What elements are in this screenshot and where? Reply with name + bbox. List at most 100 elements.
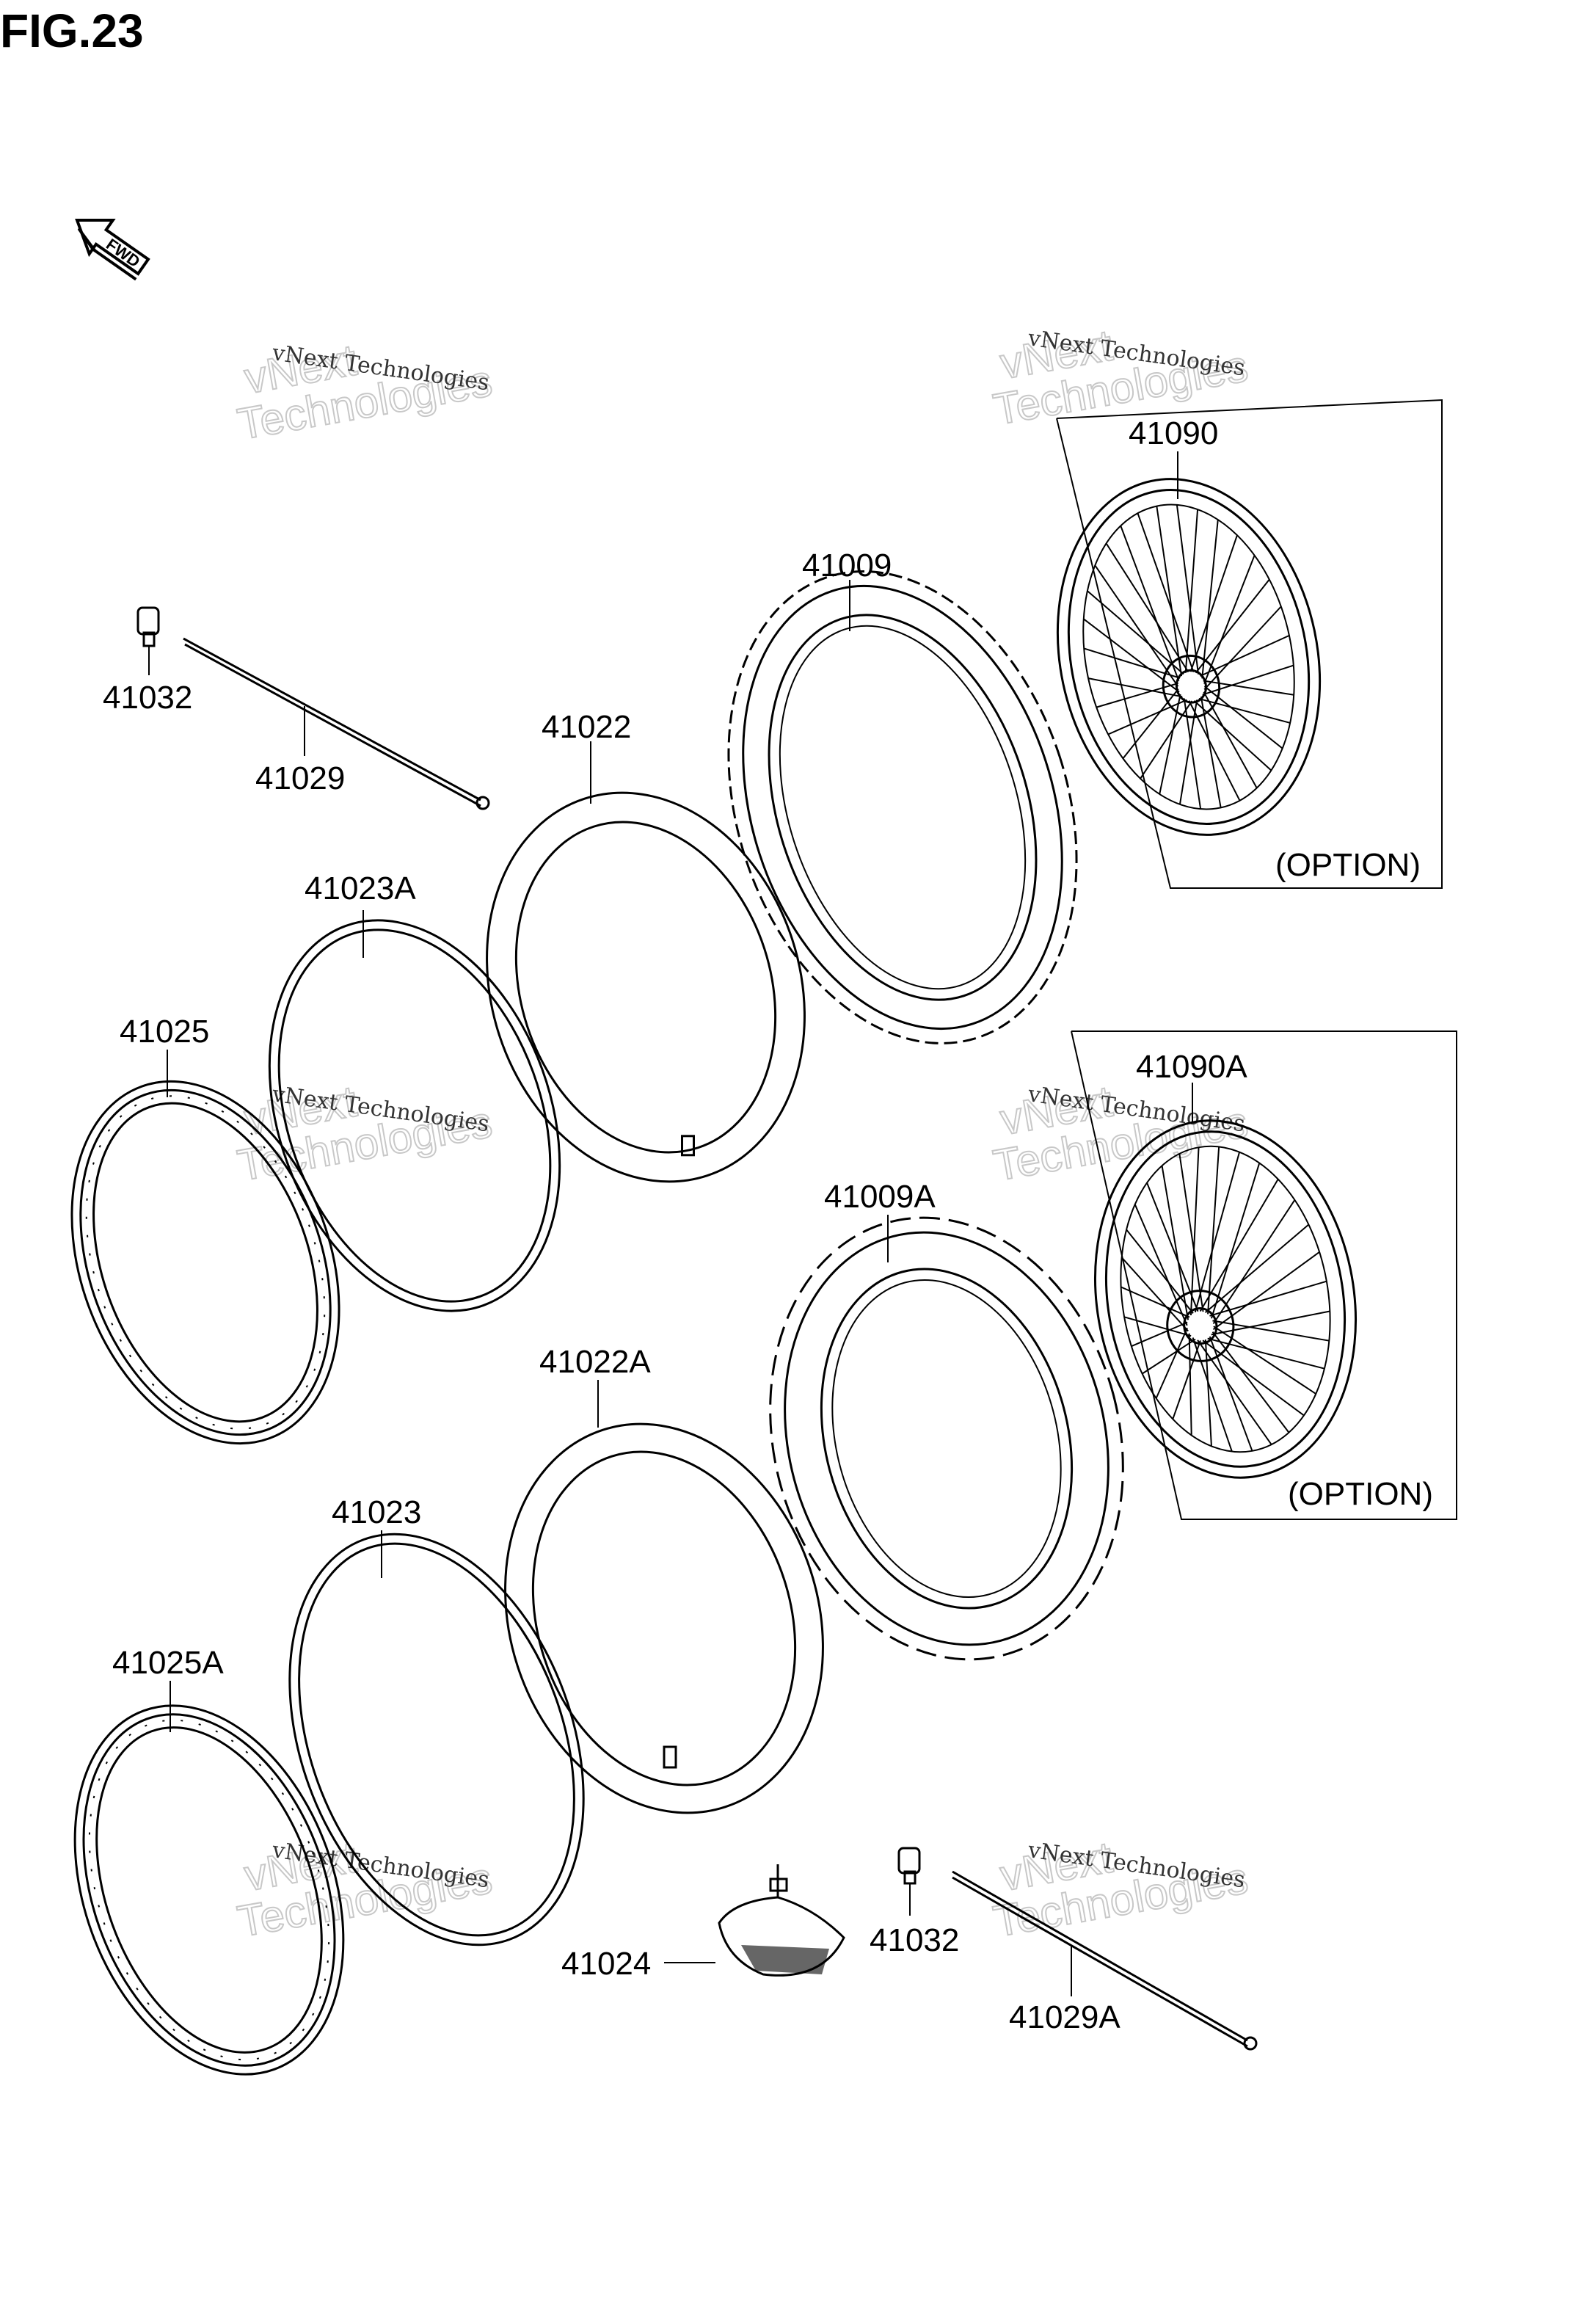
label-41032-top: 41032 <box>103 680 192 716</box>
option-label-bottom: (OPTION) <box>1288 1476 1433 1512</box>
wheel-spoke <box>1161 1166 1189 1320</box>
label-41032-bottom: 41032 <box>870 1922 959 1958</box>
wheel-spoke <box>1203 680 1294 696</box>
label-41090A: 41090A <box>1136 1049 1247 1085</box>
wheel-spoke <box>1204 1224 1310 1314</box>
wheel-spoke <box>1183 698 1202 810</box>
wheel-spoke <box>1087 590 1184 675</box>
rim-lock <box>664 1864 845 1977</box>
wheel-spoke <box>1105 542 1189 673</box>
wheel-spoke <box>1146 1182 1199 1312</box>
wheel-spoke <box>1178 699 1198 805</box>
wheel-spoke <box>1188 700 1241 801</box>
wheel-spoke <box>1083 618 1180 693</box>
tire-rear <box>769 1216 1124 1661</box>
wheel-spoke <box>1156 506 1183 677</box>
wheel-spoke <box>1178 1153 1204 1312</box>
label-41029: 41029 <box>255 760 345 796</box>
wheel-spoke <box>1159 694 1181 795</box>
label-41025: 41025 <box>120 1014 209 1050</box>
label-41024: 41024 <box>561 1946 651 1982</box>
option-label-top: (OPTION) <box>1275 847 1421 883</box>
wheel-spoke <box>1142 1338 1196 1375</box>
wheel-spoke <box>1207 1337 1325 1370</box>
tire-front <box>727 570 1078 1044</box>
inner-tube-rear <box>504 1422 824 1814</box>
tube-valve <box>663 1745 677 1769</box>
wheel-spoke <box>1184 509 1199 673</box>
wheel-spoke <box>1203 555 1256 685</box>
wheel-spoke <box>1140 700 1193 779</box>
wheel-assembly-rear <box>1093 1119 1358 1479</box>
wheel-spoke <box>1211 1331 1290 1433</box>
option-box-top: (OPTION) <box>1056 399 1443 889</box>
rim-band-rear <box>288 1533 585 1946</box>
wheel-spoke <box>1204 1339 1212 1447</box>
label-41090: 41090 <box>1129 415 1218 451</box>
wheel-spoke <box>1201 519 1219 679</box>
wheel-spoke <box>1213 1326 1316 1395</box>
wheel-spoke <box>1137 512 1195 673</box>
fwd-arrow-icon: FWD <box>75 218 150 281</box>
wheel-spoke <box>1203 691 1258 789</box>
wheel-spoke <box>1121 1286 1190 1318</box>
label-41029A: 41029A <box>1009 1999 1121 2035</box>
wheel-spoke <box>1155 1327 1188 1399</box>
wheel-spoke <box>1209 1336 1253 1452</box>
wheel-spoke <box>1176 504 1200 675</box>
wheel-spoke <box>1212 1251 1320 1331</box>
wheel-spoke <box>1212 1199 1296 1325</box>
wheel-spoke <box>1121 1257 1189 1332</box>
label-41023A: 41023A <box>305 870 416 906</box>
wheel-spoke <box>1123 1316 1192 1337</box>
inner-tube-top <box>486 791 806 1183</box>
rim-rear <box>73 1704 345 2076</box>
wheel-spoke <box>1203 686 1283 749</box>
wheel-assembly-front <box>1056 478 1322 836</box>
wheel-spoke <box>1096 682 1178 708</box>
wheel-spoke <box>1194 1152 1241 1313</box>
label-41022: 41022 <box>542 709 631 745</box>
wheel-spoke <box>1094 564 1179 687</box>
label-41025A: 41025A <box>112 1645 224 1681</box>
wheel-spoke <box>1126 1229 1194 1314</box>
wheel-spoke <box>1189 1147 1200 1316</box>
valve-cap-top <box>136 606 160 675</box>
wheel-spoke <box>1200 634 1290 677</box>
wheel-spoke <box>1189 534 1238 672</box>
label-41009A: 41009A <box>824 1179 936 1215</box>
rim-band-front <box>268 919 561 1312</box>
figure-title: FIG.23 <box>0 4 144 57</box>
wheel-spoke <box>1203 606 1282 691</box>
label-41009: 41009 <box>802 548 892 584</box>
wheel-spoke <box>1211 1163 1261 1319</box>
label-41022A: 41022A <box>539 1344 651 1380</box>
wheel-spoke <box>1200 697 1222 808</box>
wheel-spoke <box>1195 578 1270 674</box>
wheel-spoke <box>1202 1339 1305 1417</box>
wheel-spoke <box>1207 1146 1220 1315</box>
wheel-spoke <box>1134 1204 1188 1326</box>
wheel-spoke <box>1120 526 1180 681</box>
wheel-spoke <box>1192 1337 1233 1452</box>
wheel-spoke <box>1083 647 1181 679</box>
valve-cap-bottom <box>897 1847 921 1916</box>
watermark: vNext Technologies vNext Technologies vN… <box>233 319 1253 1946</box>
wheel-spoke <box>1172 1340 1201 1419</box>
wheel-spoke <box>1212 1320 1330 1342</box>
wheel-spoke <box>1198 697 1291 724</box>
wheel-spoke <box>1211 1310 1330 1336</box>
wheel-spoke <box>1122 688 1179 759</box>
spoke-bottom <box>952 1870 1258 2051</box>
wheel-spoke <box>1199 1179 1279 1312</box>
wheel-spoke <box>1197 1339 1272 1445</box>
wheel-spoke <box>1193 700 1272 771</box>
wheel-spoke <box>1209 1280 1327 1317</box>
wheel-spoke <box>1107 699 1187 735</box>
spoke-top <box>183 637 490 810</box>
wheel-spoke <box>1202 664 1294 696</box>
wheel-spoke <box>1131 1321 1188 1348</box>
wheel-spoke <box>1087 677 1183 698</box>
label-41023: 41023 <box>332 1494 421 1530</box>
